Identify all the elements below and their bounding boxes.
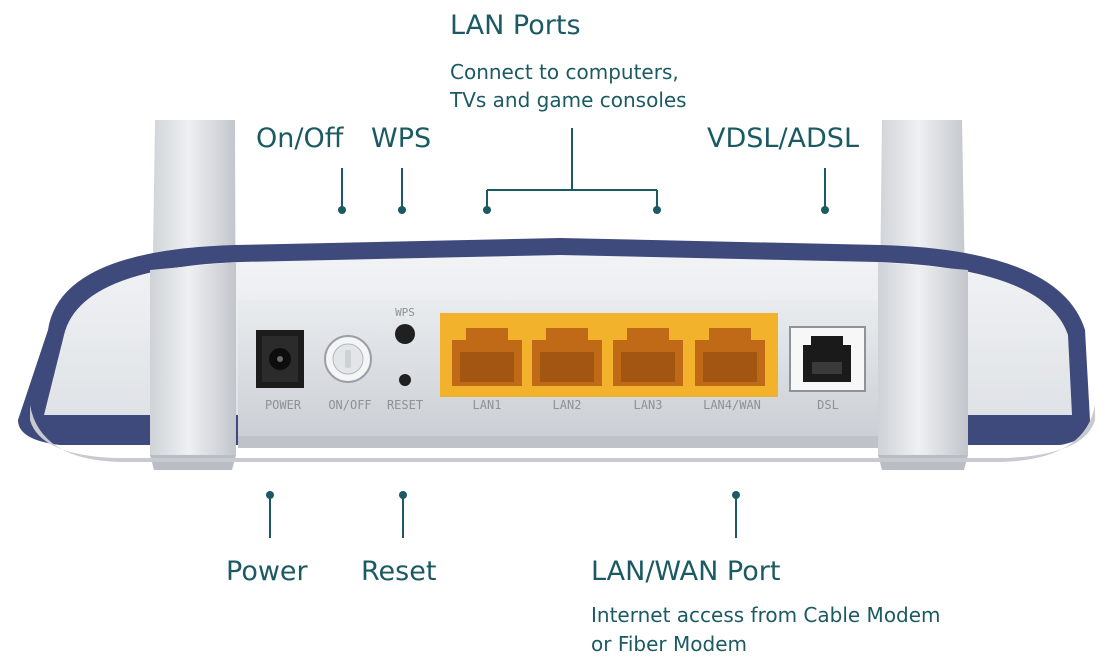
leader-lan-ports-bracket xyxy=(486,189,658,210)
power-title: Power xyxy=(226,556,308,587)
device-label-on-off: ON/OFF xyxy=(328,398,371,412)
lan-wan-port-desc-line1: Internet access from Cable Modem xyxy=(591,603,941,627)
leader-dot-lan-wan xyxy=(732,491,740,499)
lan-ports-desc-line1: Connect to computers, xyxy=(450,60,679,84)
power-jack xyxy=(256,330,304,388)
leader-dot-on-off xyxy=(338,206,346,214)
on-off-button xyxy=(324,335,372,383)
device-label-lan1: LAN1 xyxy=(473,398,502,412)
lan1-port xyxy=(452,328,522,386)
leader-dot-lan3 xyxy=(653,206,661,214)
device-label-power: POWER xyxy=(265,398,302,412)
lan2-port xyxy=(532,328,602,386)
device-label-lan2: LAN2 xyxy=(553,398,582,412)
wps-button xyxy=(395,324,415,344)
wps-title: WPS xyxy=(371,123,432,154)
reset-pinhole xyxy=(399,374,411,386)
lan-wan-port-title: LAN/WAN Port xyxy=(591,556,781,587)
device-label-lan4-wan: LAN4/WAN xyxy=(703,398,761,412)
leader-dot-reset xyxy=(399,491,407,499)
lan-port-panel xyxy=(440,313,778,397)
dsl-port xyxy=(789,326,866,392)
lan-ports-title: LAN Ports xyxy=(450,10,581,41)
right-antenna-front xyxy=(878,262,968,455)
leader-dot-power xyxy=(266,491,274,499)
leader-dot-vdsl-adsl xyxy=(821,206,829,214)
leader-dots xyxy=(266,206,829,499)
left-antenna-front xyxy=(150,262,236,455)
lan-ports-desc-line2: TVs and game consoles xyxy=(450,88,687,112)
device-label-reset: RESET xyxy=(387,398,423,412)
lan-wan-port-desc-line2: or Fiber Modem xyxy=(591,632,747,656)
lan3-port xyxy=(613,328,683,386)
lan4-wan-port xyxy=(695,328,765,386)
on-off-title: On/Off xyxy=(256,123,344,154)
leader-lines xyxy=(269,128,826,538)
leader-dot-wps xyxy=(398,206,406,214)
vdsl-adsl-title: VDSL/ADSL xyxy=(707,123,859,154)
device-label-wps: WPS xyxy=(395,306,415,319)
leader-dot-lan1 xyxy=(483,206,491,214)
reset-title: Reset xyxy=(361,556,437,587)
device-label-lan3: LAN3 xyxy=(634,398,663,412)
device-label-dsl: DSL xyxy=(817,398,839,412)
